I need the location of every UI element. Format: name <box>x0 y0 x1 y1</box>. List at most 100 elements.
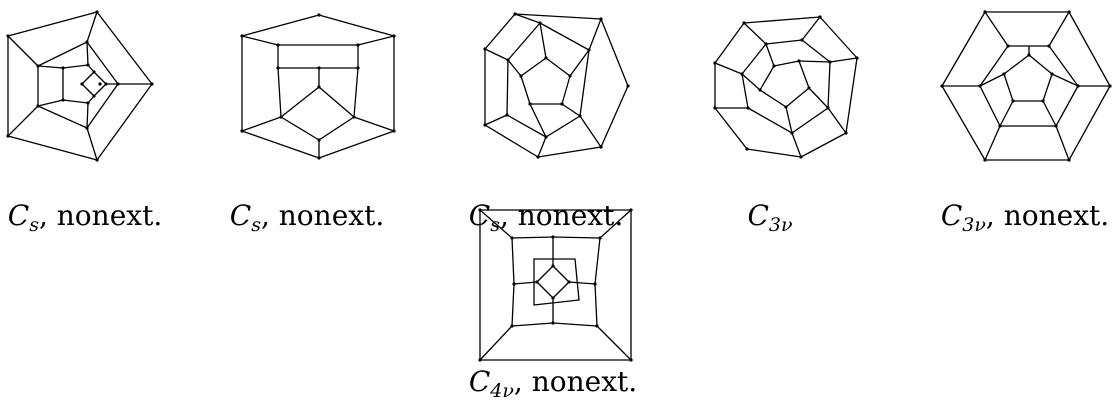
graph-3-vertex <box>560 102 564 106</box>
graph-2-vertex <box>352 115 356 119</box>
graph-1-vertex <box>36 64 40 68</box>
graph-1-vertex <box>92 94 96 98</box>
graph-6-vertex <box>510 236 514 240</box>
graph-3-edge <box>484 48 509 61</box>
graph-5-edge <box>1048 11 1070 47</box>
graph-3-vertex <box>483 123 487 127</box>
graph-5-edge <box>1003 73 1014 102</box>
graph-5-edge <box>1068 85 1111 161</box>
graph-6-edge <box>536 281 554 299</box>
graph-4-vertex <box>746 106 750 110</box>
graph-4-edge <box>808 87 829 109</box>
graph-3-edge <box>579 49 590 117</box>
graph-4-edge <box>773 60 800 67</box>
graph-3-edge <box>539 22 590 51</box>
caption-graph-6: C4ν, nonext. <box>468 365 638 402</box>
graph-2-edge <box>277 67 282 118</box>
graph-5-vertex <box>983 158 987 162</box>
graph-6-edge <box>511 236 554 239</box>
graph-3-edge <box>545 115 581 138</box>
graph-6-edge <box>596 325 632 361</box>
graph-3-vertex <box>505 113 509 117</box>
graph-5-vertex <box>1047 44 1051 48</box>
graph-1-vertex <box>36 104 40 108</box>
graph-4-edge <box>819 16 858 59</box>
graph-3-vertex <box>528 102 532 106</box>
graph-5-edge <box>979 73 1005 87</box>
graph-4-edge <box>714 62 743 75</box>
graph-1-edge <box>7 105 39 137</box>
graph-4-vertex <box>745 147 749 151</box>
graph-1-edge <box>86 102 89 129</box>
graph-2-vertex <box>356 43 360 47</box>
caption-graph-1: Cs, nonext. <box>7 199 163 236</box>
graph-4-edge <box>798 60 831 63</box>
graph-4-edge <box>747 107 793 134</box>
graph-6-vertex <box>551 296 555 300</box>
graph-5-vertex <box>1050 72 1054 76</box>
graph-2-vertex <box>240 34 244 38</box>
graph-1-edge <box>37 99 64 107</box>
graph-2-edge <box>280 116 320 141</box>
graph-3-edge <box>600 18 629 87</box>
graph-1-edge <box>7 11 98 37</box>
graph-3-edge <box>507 22 541 61</box>
graph-6-edge <box>533 299 580 306</box>
graph-5-vertex <box>1054 124 1058 128</box>
graph-5-edge <box>1042 100 1057 127</box>
graph-6-vertex <box>598 236 602 240</box>
graph-4-edge <box>765 39 803 45</box>
graph-2-vertex <box>317 156 321 160</box>
graph-4-edge <box>827 107 847 134</box>
graph-3-edge <box>569 49 590 77</box>
graph-6-edge <box>552 236 601 239</box>
graph-5-vertex <box>1027 53 1031 57</box>
graph-1-vertex <box>104 82 108 86</box>
graph-6-vertex <box>593 282 597 286</box>
graph-6-vertex <box>551 235 555 239</box>
graph-1-edge <box>86 127 98 161</box>
graph-6-edge <box>513 281 538 285</box>
graph-6-edge <box>511 322 554 327</box>
graph-1-vertex <box>6 134 10 138</box>
graph-2-vertex <box>392 129 396 133</box>
graph-1-edge <box>37 41 88 67</box>
graph-1-vertex <box>150 82 154 86</box>
graph-1-edge <box>7 135 98 161</box>
graph-2-vertex <box>317 13 321 17</box>
graph-6-edge <box>594 237 601 285</box>
graph-4-edge <box>827 61 831 109</box>
graph-6-vertex <box>567 280 571 284</box>
graph-4-edge <box>746 148 802 158</box>
graph-6-vertex <box>551 264 555 268</box>
graph-4-vertex <box>764 42 768 46</box>
graph-4-edge <box>759 89 787 108</box>
graph-3-vertex <box>506 58 510 62</box>
graph-5-edge <box>984 125 1001 161</box>
graph-1-vertex <box>61 66 65 70</box>
graph-2-vertex <box>279 115 283 119</box>
caption-graph-4: C3ν <box>747 199 793 236</box>
graph-2-edge <box>357 35 395 46</box>
graph-4-edge <box>714 22 745 64</box>
graph-4-edge <box>743 16 821 24</box>
graph-1-vertex <box>95 158 99 162</box>
graph-5-vertex <box>940 84 944 88</box>
graph-5-vertex <box>1011 99 1015 103</box>
graph-4-edge <box>741 43 767 75</box>
graph-1-vertex <box>98 82 102 86</box>
graph-4-edge <box>798 60 810 89</box>
graph-4-vertex <box>742 21 746 25</box>
graph-3-vertex <box>599 17 603 21</box>
graph-4-edge <box>785 106 793 134</box>
graph-4-vertex <box>800 38 804 42</box>
graph-4-vertex <box>713 106 717 110</box>
graph-4-vertex <box>799 155 803 159</box>
caption-graph-3: Cs, nonext. <box>468 199 624 236</box>
graph-3-vertex <box>568 74 572 78</box>
graph-3-edge <box>600 85 629 148</box>
graph-1-edge <box>96 83 153 161</box>
graph-4-edge <box>791 107 829 134</box>
graph-2-vertex <box>356 66 360 70</box>
graph-1-edge <box>86 11 98 43</box>
